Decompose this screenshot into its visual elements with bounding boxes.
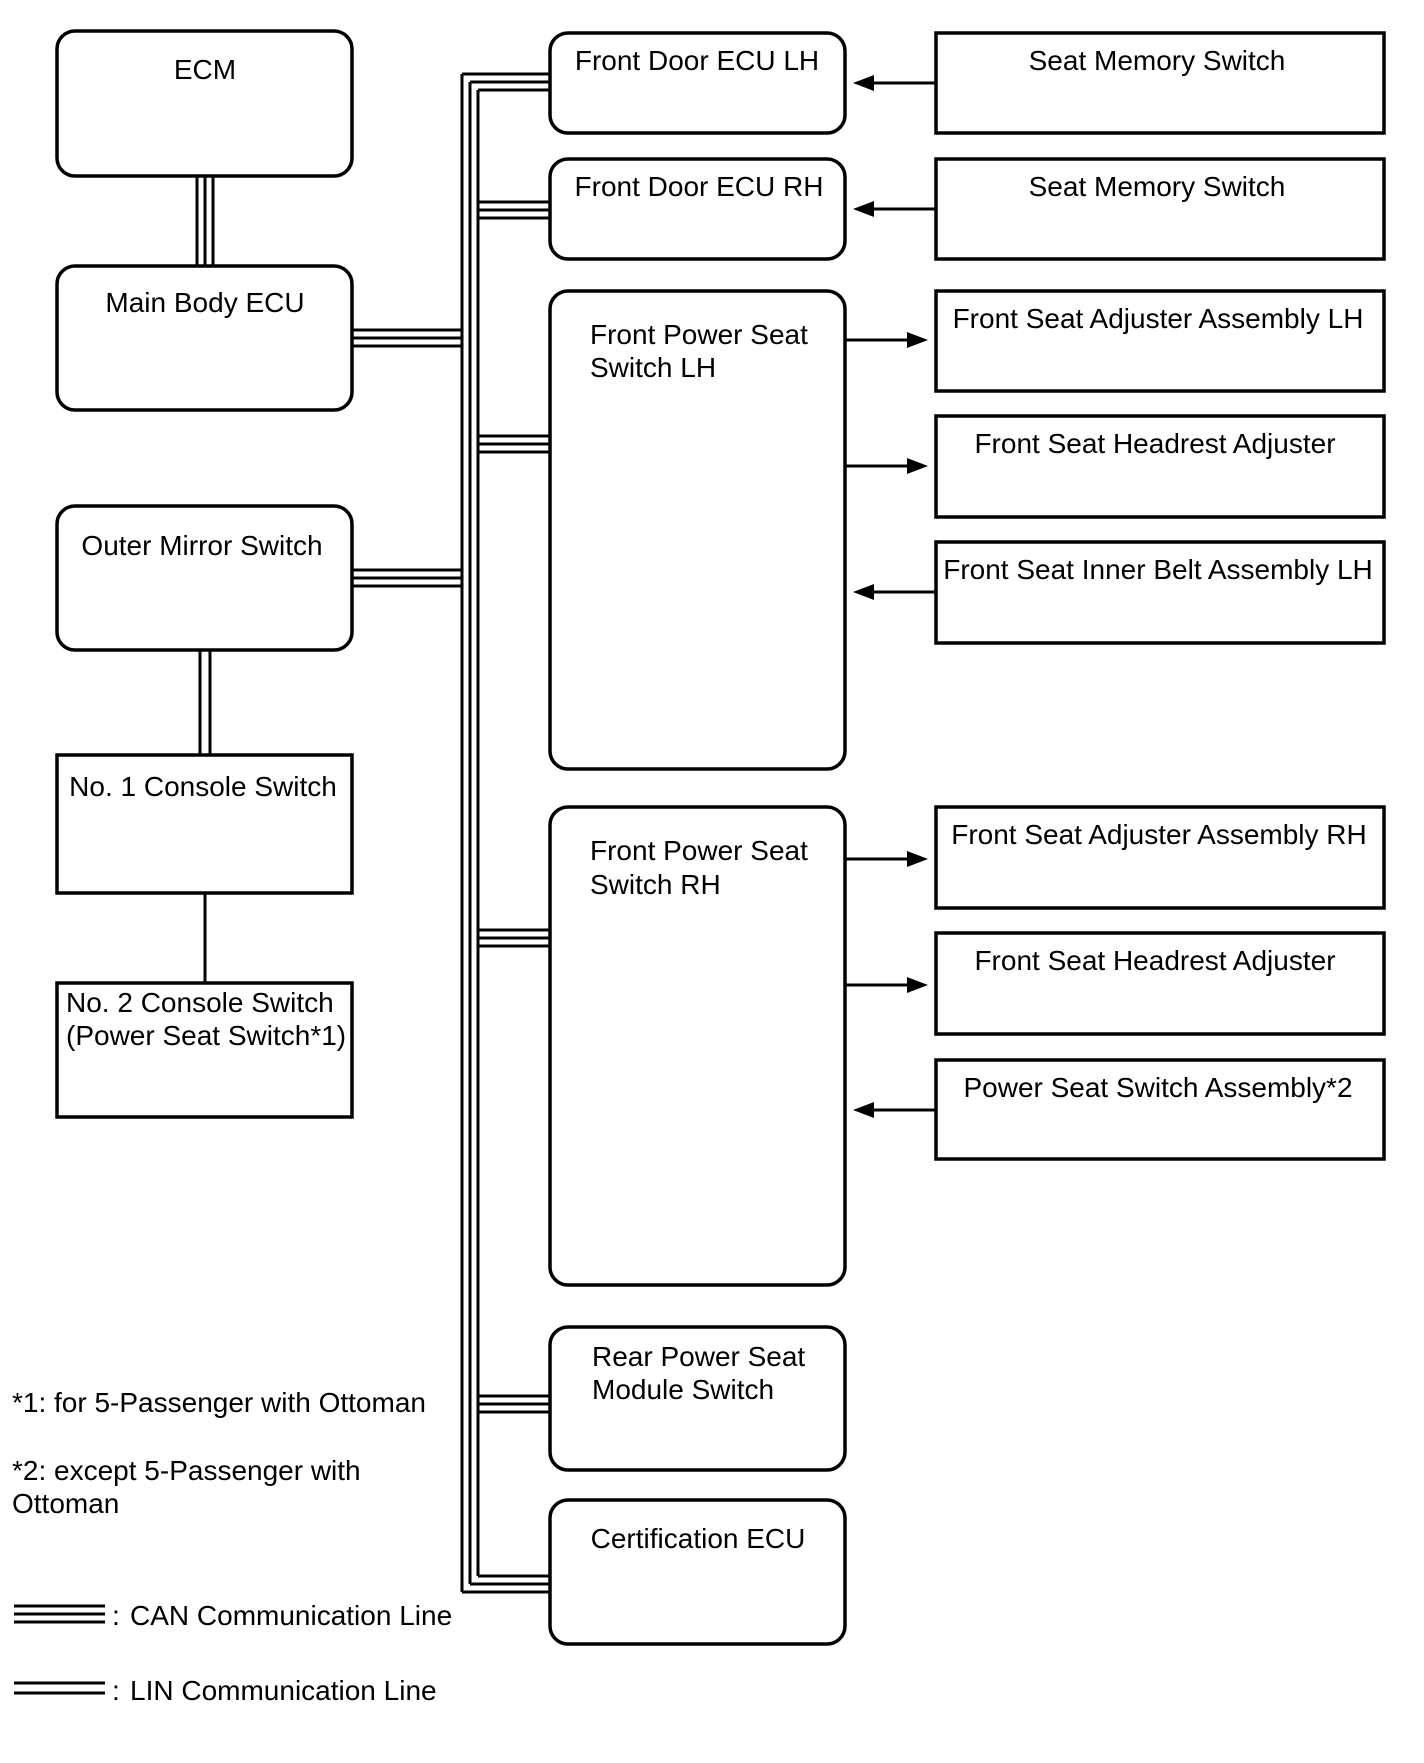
arrow-seat-memory-to-door-lh (853, 75, 936, 91)
front-seat-headrest-adjuster-rh-block: Front Seat Headrest Adjuster (934, 931, 1386, 1036)
front-seat-adjuster-assembly-rh-block: Front Seat Adjuster Assembly RH (934, 805, 1386, 910)
seat-memory-switch-lh-block: Seat Memory Switch (934, 31, 1386, 135)
rear-power-seat-module-switch-label-line2: Module Switch (592, 1374, 774, 1405)
front-door-ecu-lh-block: Front Door ECU LH (548, 31, 847, 135)
main-body-ecu-block: Main Body ECU (55, 264, 354, 412)
front-door-ecu-lh-label: Front Door ECU LH (575, 45, 819, 76)
lin-bus-lines (198, 650, 212, 983)
signal-arrows (845, 75, 936, 1118)
footnote-1: *1: for 5-Passenger with Ottoman (12, 1387, 426, 1418)
outer-mirror-switch-label: Outer Mirror Switch (81, 530, 322, 561)
power-seat-switch-assembly-block: Power Seat Switch Assembly*2 (934, 1058, 1386, 1161)
arrow-seat-memory-to-door-rh (853, 201, 936, 217)
front-power-seat-switch-rh-label-line2: Switch RH (590, 869, 721, 900)
ecm-label: ECM (174, 54, 236, 85)
ecm-block: ECM (55, 29, 354, 178)
front-seat-headrest-adjuster-lh-block: Front Seat Headrest Adjuster (934, 414, 1386, 519)
legend-lin: : LIN Communication Line (14, 1675, 437, 1706)
legend-can-label: CAN Communication Line (130, 1600, 452, 1631)
rear-power-seat-module-switch-block: Rear Power Seat Module Switch (548, 1325, 847, 1472)
certification-ecu-label: Certification ECU (591, 1523, 806, 1554)
arrow-inner-belt-to-lh (853, 584, 936, 600)
front-door-ecu-rh-block: Front Door ECU RH (548, 157, 847, 261)
no2-console-switch-block: No. 2 Console Switch (Power Seat Switch*… (55, 981, 354, 1119)
front-power-seat-switch-lh-block: Front Power Seat Switch LH (548, 289, 847, 771)
front-power-seat-switch-rh-block: Front Power Seat Switch RH (548, 805, 847, 1287)
front-power-seat-switch-lh-label-line1: Front Power Seat (590, 319, 808, 350)
front-door-ecu-rh-label: Front Door ECU RH (575, 171, 824, 202)
no2-console-switch-label-line1: No. 2 Console Switch (66, 987, 334, 1018)
seat-memory-switch-lh-label: Seat Memory Switch (1029, 45, 1286, 76)
front-seat-adjuster-assembly-lh-label: Front Seat Adjuster Assembly LH (953, 303, 1364, 334)
front-seat-inner-belt-assembly-lh-label: Front Seat Inner Belt Assembly LH (943, 554, 1373, 585)
front-power-seat-switch-lh-label-line2: Switch LH (590, 352, 716, 383)
main-body-ecu-label: Main Body ECU (105, 287, 304, 318)
footnote-2-line2: Ottoman (12, 1488, 119, 1519)
arrow-rh-to-headrest-adjuster (845, 977, 928, 993)
no1-console-switch-block: No. 1 Console Switch (55, 753, 354, 895)
no1-console-switch-label: No. 1 Console Switch (69, 771, 337, 802)
outer-mirror-switch-block: Outer Mirror Switch (55, 504, 354, 652)
front-seat-adjuster-assembly-rh-label: Front Seat Adjuster Assembly RH (951, 819, 1367, 850)
arrow-rh-to-seat-adjuster (845, 851, 928, 867)
front-seat-adjuster-assembly-lh-block: Front Seat Adjuster Assembly LH (934, 289, 1386, 393)
certification-ecu-block: Certification ECU (548, 1498, 847, 1646)
arrow-lh-to-headrest-adjuster (845, 458, 928, 474)
can-bus-lines (195, 72, 550, 1594)
can-line-symbol (14, 1604, 105, 1624)
legend-lin-label: LIN Communication Line (130, 1675, 437, 1706)
lin-line-symbol (14, 1681, 105, 1695)
legend-lin-colon: : (112, 1675, 120, 1706)
seat-memory-switch-rh-block: Seat Memory Switch (934, 157, 1386, 261)
front-seat-headrest-adjuster-lh-label: Front Seat Headrest Adjuster (974, 428, 1335, 459)
footnote-2-line1: *2: except 5-Passenger with (12, 1455, 361, 1486)
legend-can: : CAN Communication Line (14, 1600, 452, 1631)
front-seat-inner-belt-assembly-lh-block: Front Seat Inner Belt Assembly LH (934, 540, 1386, 645)
front-power-seat-switch-rh-label-line1: Front Power Seat (590, 835, 808, 866)
rear-power-seat-module-switch-label-line1: Rear Power Seat (592, 1341, 805, 1372)
arrow-lh-to-seat-adjuster (845, 332, 928, 348)
front-seat-headrest-adjuster-rh-label: Front Seat Headrest Adjuster (974, 945, 1335, 976)
seat-memory-switch-rh-label: Seat Memory Switch (1029, 171, 1286, 202)
legend-can-colon: : (112, 1600, 120, 1631)
arrow-power-seat-switch-to-rh (853, 1102, 936, 1118)
no2-console-switch-label-line2: (Power Seat Switch*1) (66, 1020, 346, 1051)
power-seat-switch-assembly-label: Power Seat Switch Assembly*2 (963, 1072, 1352, 1103)
